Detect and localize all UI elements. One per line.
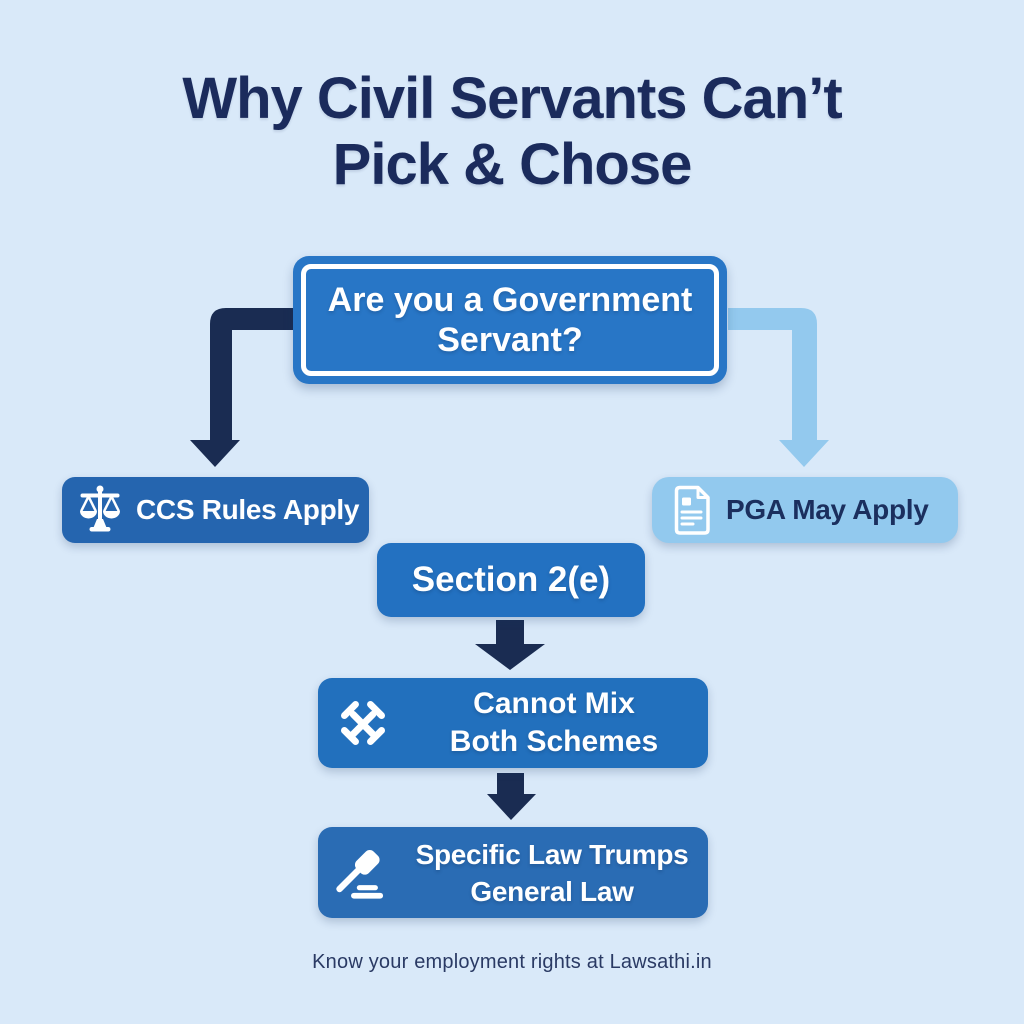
cannot-mix-box: Cannot Mix Both Schemes — [318, 678, 708, 768]
cannot-mix-line2: Both Schemes — [449, 725, 659, 758]
ccs-rules-label: CCS Rules Apply — [136, 494, 360, 525]
scales-of-justice-icon — [80, 485, 120, 532]
crossed-dumbbells-icon — [340, 700, 386, 746]
question-box-inner-border — [301, 264, 719, 376]
pga-label: PGA May Apply — [726, 494, 929, 525]
question-box: Are you a Government Servant? — [293, 256, 727, 384]
document-icon — [674, 485, 710, 535]
page-title-line1: Why Civil Servants Can’t — [182, 66, 842, 131]
ccs-rules-box: CCS Rules Apply — [62, 477, 369, 543]
left-branch-elbow-arrow — [190, 308, 296, 467]
question-text-line2: Servant? — [437, 321, 583, 359]
gavel-icon — [336, 849, 384, 899]
specific-law-label: Specific Law Trumps General Law — [396, 836, 708, 910]
specific-law-box: Specific Law Trumps General Law — [318, 827, 708, 918]
section-2e-label: Section 2(e) — [411, 560, 611, 599]
pga-box: PGA May Apply — [652, 477, 958, 543]
right-branch-elbow-arrow — [728, 308, 829, 467]
specific-law-line1: Specific Law Trumps — [415, 838, 689, 870]
question-text-line1: Are you a Government — [327, 281, 693, 319]
question-text: Are you a Government Servant? — [293, 256, 727, 384]
specific-law-line2: General Law — [470, 875, 634, 907]
section-2e-box: Section 2(e) — [377, 543, 645, 617]
cannot-mix-label: Cannot Mix Both Schemes — [400, 685, 708, 761]
down-arrow-section-to-cannot-mix — [475, 620, 545, 670]
page-title-line2: Pick & Chose — [332, 132, 693, 197]
down-arrow-cannot-mix-to-specific-law — [487, 773, 536, 820]
footer-text: Know your employment rights at Lawsathi.… — [312, 951, 712, 973]
cannot-mix-line1: Cannot Mix — [473, 687, 635, 720]
page-title: Why Civil Servants Can’t Pick & Chose — [0, 66, 1024, 198]
